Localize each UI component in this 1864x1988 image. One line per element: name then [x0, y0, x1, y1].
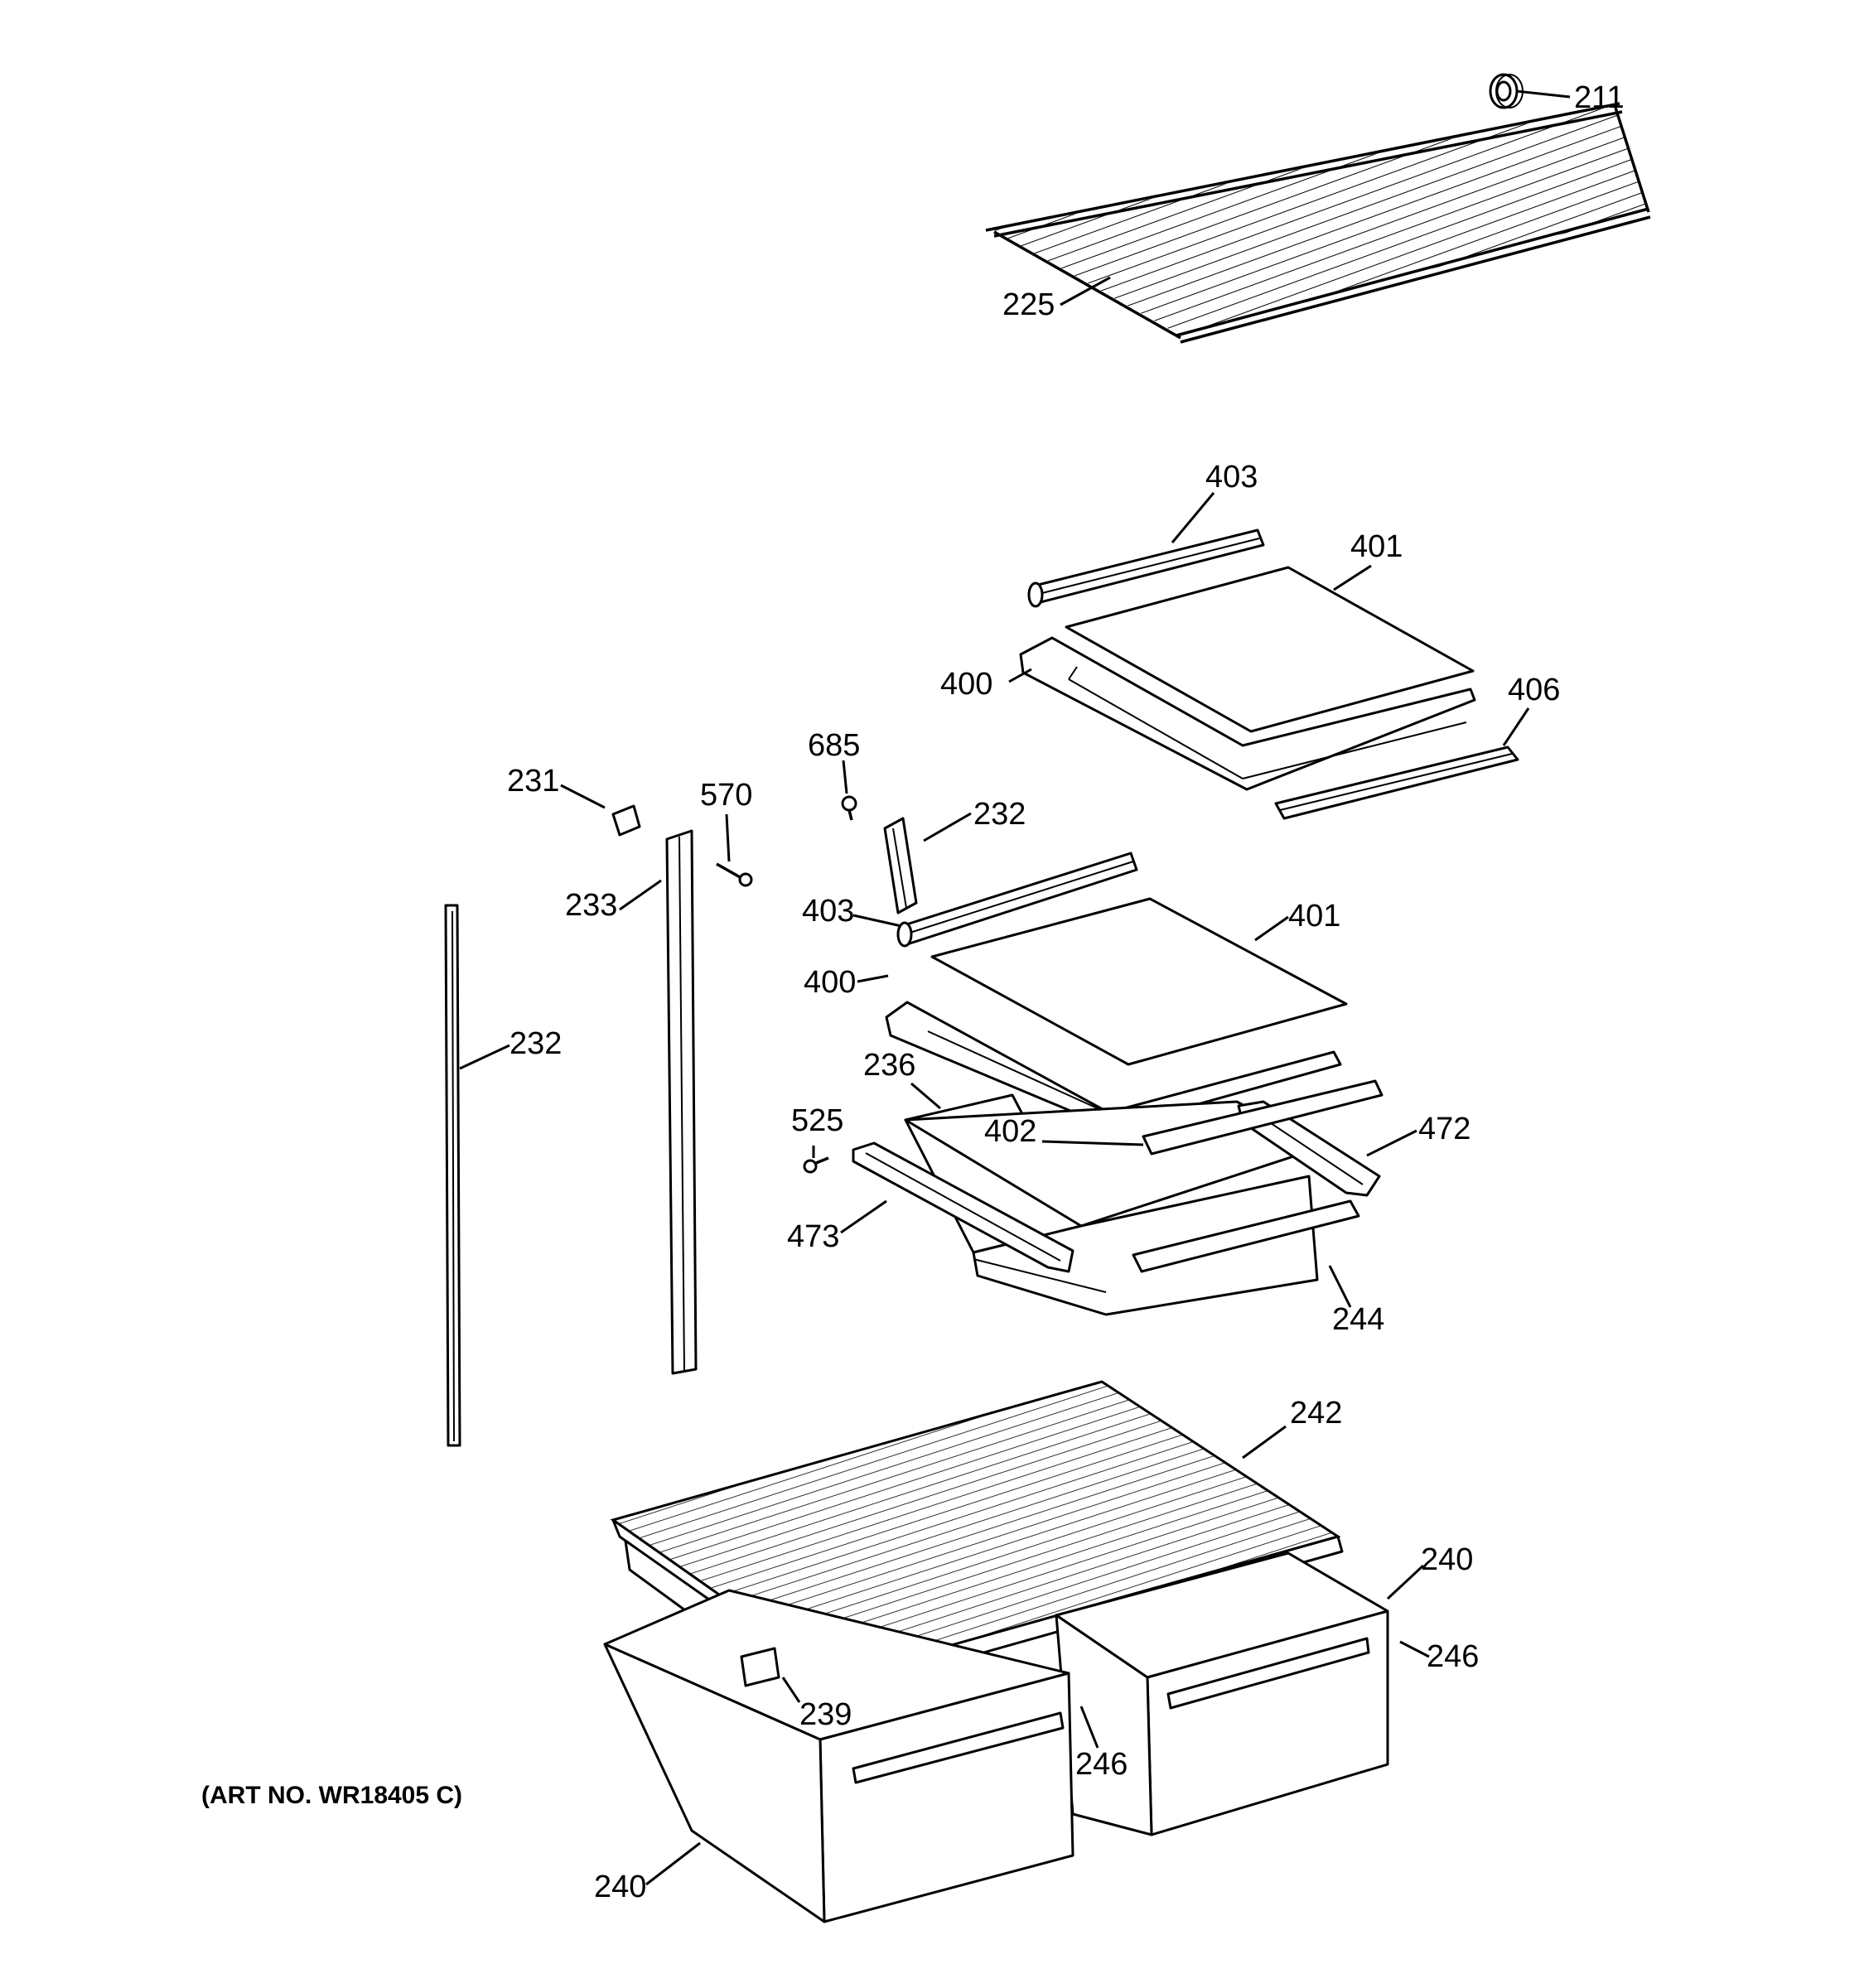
- callout-242: 242: [1290, 1396, 1342, 1431]
- callout-400-upper: 400: [940, 667, 992, 702]
- wire-shelf-225: [985, 102, 1651, 344]
- callout-232-left: 232: [509, 1026, 562, 1061]
- callout-231: 231: [507, 764, 559, 799]
- callout-570: 570: [700, 778, 752, 813]
- callout-403-upper: 403: [1205, 460, 1258, 495]
- callout-232-short: 232: [973, 797, 1026, 832]
- callout-labels: 211 225 403 401 400 406 685 231 570 232 …: [201, 80, 1625, 1904]
- callout-525: 525: [791, 1103, 843, 1138]
- callout-401-upper: 401: [1350, 529, 1403, 564]
- callout-472: 472: [1418, 1112, 1470, 1146]
- callout-233: 233: [565, 888, 617, 923]
- crisper-frame-assembly: [852, 1079, 1384, 1316]
- shelf-rail-232-short: [883, 817, 918, 914]
- crisper-drawer-240-right: [1055, 1551, 1389, 1836]
- screw-525: [803, 1156, 829, 1174]
- callout-211: 211: [1574, 80, 1625, 115]
- crisper-drawer-240-left: [603, 1589, 1074, 1923]
- callout-401-lower: 401: [1288, 899, 1340, 934]
- callout-473: 473: [787, 1219, 839, 1254]
- upper-shelf-assembly: [1019, 528, 1519, 820]
- callout-246-left: 246: [1075, 1747, 1128, 1782]
- leader-lines: [459, 89, 1571, 1886]
- callout-239: 239: [799, 1697, 852, 1732]
- callout-236: 236: [863, 1048, 915, 1083]
- screw-570: [716, 862, 753, 887]
- shelf-rail-232-left: [444, 904, 461, 1447]
- support-239: [740, 1647, 780, 1687]
- lower-shelf-assembly: [885, 852, 1348, 1130]
- callout-403-lower: 403: [802, 894, 854, 929]
- callout-685: 685: [808, 728, 860, 763]
- callout-244: 244: [1332, 1302, 1384, 1337]
- callout-240-right: 240: [1421, 1542, 1473, 1577]
- callout-246-right: 246: [1427, 1639, 1479, 1674]
- callout-225: 225: [1002, 287, 1055, 322]
- screw-685: [841, 795, 857, 821]
- shelf-rail-233: [665, 829, 698, 1375]
- art-number: (ART NO. WR18405 C): [201, 1782, 462, 1809]
- callout-400-lower: 400: [804, 965, 856, 1000]
- callout-406: 406: [1508, 673, 1560, 707]
- callout-240-left: 240: [594, 1870, 646, 1904]
- callout-402: 402: [984, 1114, 1036, 1149]
- bracket-231: [611, 804, 641, 837]
